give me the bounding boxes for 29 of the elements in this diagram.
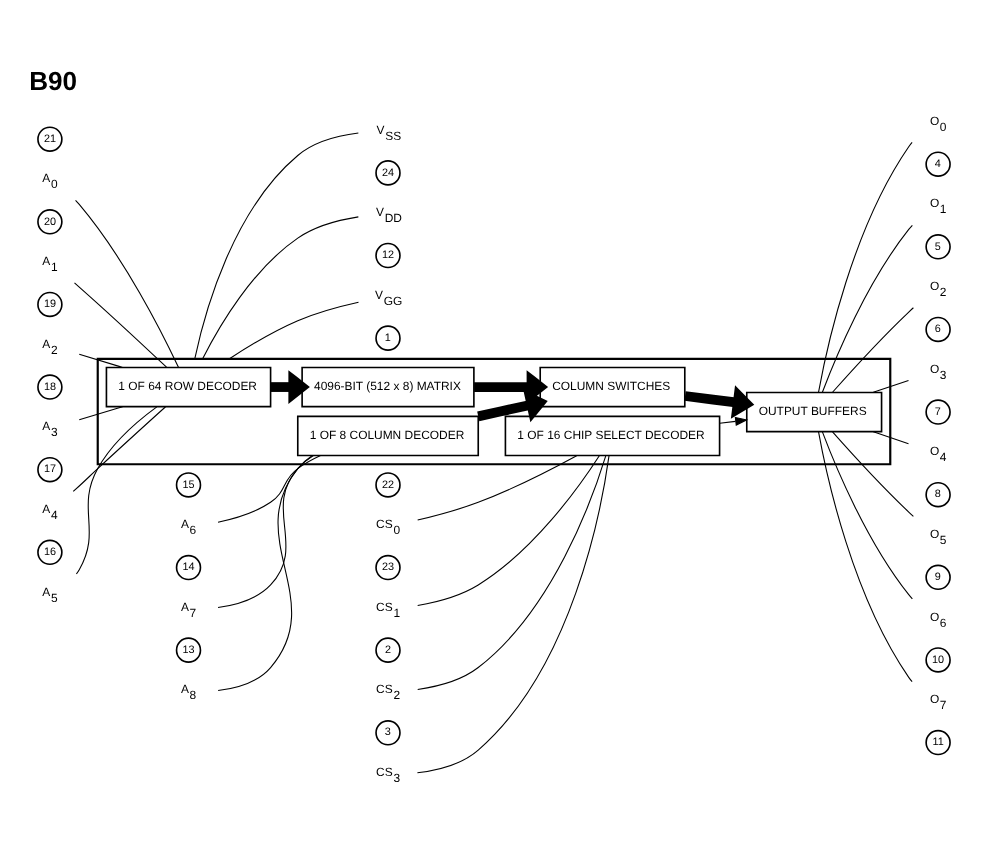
arrow bbox=[477, 389, 548, 423]
connector bbox=[75, 406, 158, 575]
connector bbox=[194, 132, 359, 360]
connector bbox=[78, 353, 124, 368]
arrow bbox=[270, 370, 310, 404]
connector bbox=[817, 141, 913, 393]
connector bbox=[217, 455, 314, 608]
connector bbox=[72, 406, 167, 492]
connector bbox=[73, 282, 168, 368]
connector bbox=[202, 216, 359, 360]
connector bbox=[872, 431, 910, 445]
connector bbox=[417, 455, 600, 606]
connector bbox=[417, 455, 578, 521]
cluster bbox=[96, 357, 892, 466]
connector bbox=[78, 406, 124, 421]
connector bbox=[821, 431, 913, 600]
connector bbox=[75, 199, 179, 368]
connector bbox=[832, 307, 914, 393]
connector bbox=[228, 301, 360, 360]
connector bbox=[417, 455, 607, 690]
arrow bbox=[719, 416, 749, 426]
connector bbox=[217, 455, 313, 692]
connector bbox=[832, 431, 914, 517]
connector bbox=[872, 379, 910, 393]
connector bbox=[416, 455, 610, 774]
connector bbox=[821, 224, 913, 393]
connector bbox=[217, 455, 322, 523]
connector bbox=[817, 431, 913, 683]
diagram-title: B90 bbox=[29, 66, 78, 97]
